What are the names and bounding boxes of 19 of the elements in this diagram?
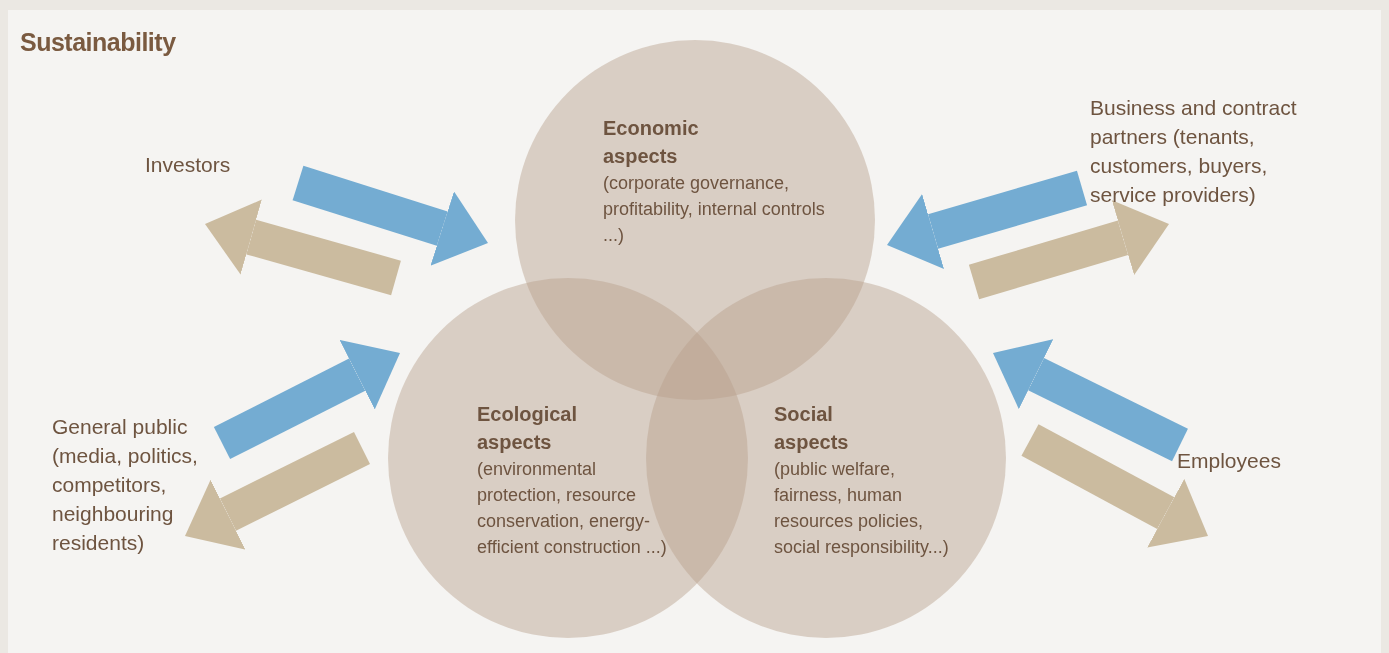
stakeholder-label: Investors [145, 150, 275, 179]
circle-heading: Social aspects [774, 402, 850, 455]
stakeholder-label: Employees [1177, 446, 1317, 475]
stakeholder-label: General public (media, politics, competitors, neighbouring residents) [52, 412, 222, 557]
circle-description: (environmental protection, resource conservation, energy-efficient construction ...) [477, 458, 668, 559]
block-arrow [213, 339, 400, 460]
block-arrow [887, 170, 1088, 269]
circle-heading: Economic aspects [603, 116, 700, 169]
block-arrow [292, 165, 488, 266]
circle-description: (public welfare, fairness, human resources policies, social responsibility...) [774, 458, 950, 559]
circle-description: (corporate governance, profitability, internal controls ...) [603, 172, 826, 247]
stakeholder-label: Business and contract partners (tenants, customers, buyers, service providers) [1090, 93, 1326, 209]
diagram-title: Sustainability [20, 28, 176, 57]
block-arrow [968, 200, 1169, 300]
block-arrow [185, 431, 370, 550]
block-arrow [205, 199, 401, 296]
circle-heading: Ecological aspects [477, 402, 579, 455]
block-arrow [993, 339, 1188, 462]
block-arrow [1021, 424, 1208, 548]
